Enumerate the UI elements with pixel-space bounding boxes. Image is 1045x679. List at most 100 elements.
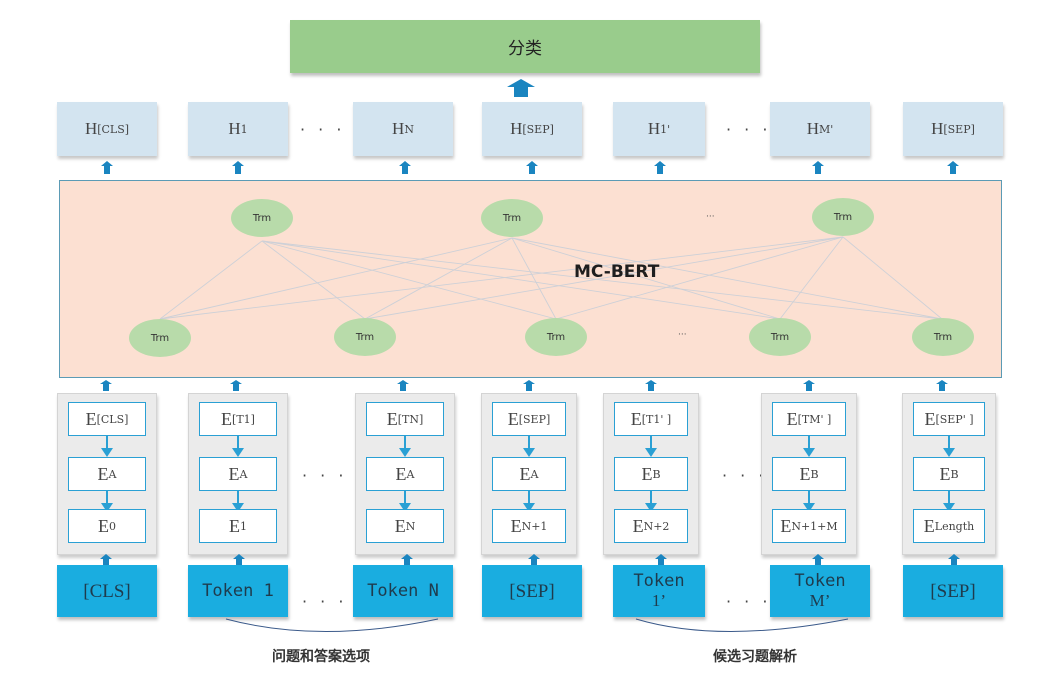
group-brace-question	[225, 618, 439, 632]
up-arrow-icon	[101, 161, 113, 174]
up-arrow-icon	[233, 554, 245, 565]
up-arrow-icon	[936, 380, 948, 391]
token-embedding: E[SEP]	[492, 402, 566, 436]
trm-label: Trm	[502, 212, 522, 224]
up-arrow-icon	[230, 380, 242, 391]
trm-label: Trm	[770, 331, 790, 343]
ellipsis: · · ·	[302, 592, 348, 611]
trm-node: Trm	[812, 198, 874, 236]
hidden-sub: [SEP]	[522, 122, 554, 136]
hidden-sub: 1	[240, 122, 248, 136]
up-arrow-icon	[526, 161, 538, 174]
hidden-state-cls: H[CLS]	[57, 102, 157, 156]
down-arrow-icon	[399, 491, 411, 512]
up-arrow-icon	[523, 380, 535, 391]
hidden-main: H	[931, 119, 944, 138]
down-arrow-icon	[232, 491, 244, 512]
down-arrow-icon	[232, 436, 244, 457]
token-embedding: E[T1' ]	[614, 402, 688, 436]
up-arrow-icon	[812, 161, 824, 174]
trm-label: Trm	[150, 332, 170, 344]
trm-label: Trm	[833, 211, 853, 223]
trm-node: Trm	[912, 318, 974, 356]
classification-output: 分类	[290, 20, 760, 73]
up-arrow-icon	[654, 161, 666, 174]
down-arrow-icon	[399, 436, 411, 457]
input-token-sep: [SEP]	[482, 565, 582, 617]
down-arrow-icon	[943, 436, 955, 457]
embedding-arrows	[100, 380, 948, 391]
group-label-question-options: 问题和答案选项	[272, 649, 370, 665]
trm-label: Trm	[546, 331, 566, 343]
trm-node: Trm	[129, 319, 191, 357]
up-arrow-icon	[100, 380, 112, 391]
trm-node: Trm	[231, 199, 293, 237]
hidden-main: H	[647, 119, 661, 138]
trm-label: Trm	[355, 331, 375, 343]
hidden-main: H	[806, 119, 819, 138]
down-arrow-icon	[523, 491, 535, 512]
group-label-explanation: 候选习题解析	[713, 649, 797, 665]
hidden-main: H	[510, 119, 523, 138]
input-token-cls: [CLS]	[57, 565, 157, 617]
input-token-n: Token N	[353, 565, 453, 617]
token-embedding: E[SEP' ]	[913, 402, 985, 436]
up-arrow-icon	[528, 554, 540, 565]
token-embedding: E[TM' ]	[772, 402, 846, 436]
ellipsis: · · ·	[726, 120, 772, 139]
hidden-sub: M'	[818, 122, 834, 136]
group-brace-explanation	[635, 618, 849, 632]
up-arrow-icon	[100, 554, 112, 565]
down-arrow-icon	[943, 491, 955, 512]
token-embedding: E[T1]	[199, 402, 277, 436]
ellipsis: · · ·	[726, 592, 772, 611]
up-arrow-icon	[399, 161, 411, 174]
up-arrow-icon	[803, 380, 815, 391]
token-embedding: E[CLS]	[68, 402, 146, 436]
trm-node: Trm	[481, 199, 543, 237]
down-arrow-icon	[101, 436, 113, 457]
up-arrow-icon	[507, 79, 535, 97]
trm-node: Trm	[334, 318, 396, 356]
trm-node: Trm	[525, 318, 587, 356]
up-arrow-icon	[947, 161, 959, 174]
hidden-sub: 1'	[660, 122, 671, 136]
trm-label: Trm	[933, 331, 953, 343]
hidden-sub: [CLS]	[97, 122, 130, 136]
group-braces	[225, 618, 849, 632]
up-arrow-icon	[232, 161, 244, 174]
classification-label: 分类	[508, 39, 542, 59]
hidden-state-sep-2: H[SEP]	[903, 102, 1003, 156]
hidden-arrows	[101, 161, 959, 174]
ellipsis: · · ·	[300, 120, 346, 139]
hidden-main: H	[84, 119, 98, 138]
down-arrow-icon	[645, 436, 657, 457]
up-arrow-icon	[948, 554, 960, 565]
model-title: MC-BERT	[574, 262, 660, 282]
down-arrow-icon	[803, 491, 815, 512]
up-arrow-icon	[397, 380, 409, 391]
